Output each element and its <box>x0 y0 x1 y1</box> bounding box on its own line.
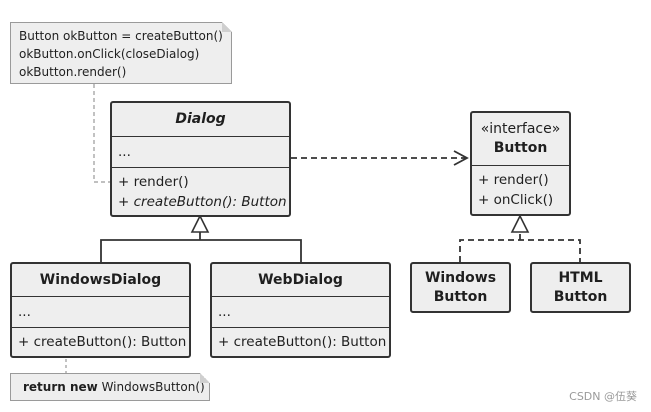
windows-dialog-method-createbutton: + createButton(): Button <box>18 334 187 350</box>
class-dialog-methods: + render() + createButton(): Button <box>112 167 289 215</box>
interface-method-onclick: + onClick() <box>478 192 554 208</box>
dialog-method-render: + render() <box>118 173 189 190</box>
dialog-method-createbutton: + createButton(): Button <box>118 193 287 210</box>
html-button-line2: Button <box>553 288 608 305</box>
interface-stereotype: «interface» <box>480 121 561 137</box>
class-web-dialog-methods: + createButton(): Button <box>212 327 389 356</box>
class-html-button-name: HTML Button <box>532 264 629 311</box>
code-note-top: Button okButton = createButton() okButto… <box>10 22 232 84</box>
interface-button-header: «interface» Button <box>472 113 569 165</box>
note-bottom-keyword: return new <box>23 380 98 394</box>
note-fold <box>200 373 210 383</box>
inheritance-connector-dialog <box>100 232 302 262</box>
note-link-top <box>93 84 112 183</box>
note-line-1: Button okButton = createButton() <box>19 29 223 43</box>
interface-button-methods: + render() + onClick() <box>472 165 569 214</box>
dialog-fields-text: ... <box>118 144 131 160</box>
class-windows-dialog-fields: ... <box>12 296 189 327</box>
class-web-dialog: WebDialog ... + createButton(): Button <box>210 262 391 358</box>
class-windows-dialog-methods: + createButton(): Button <box>12 327 189 356</box>
interface-method-render: + render() <box>478 172 549 188</box>
windows-button-line2: Button <box>433 288 488 305</box>
class-windows-dialog: WindowsDialog ... + createButton(): Butt… <box>10 262 191 358</box>
note-fold <box>222 22 232 32</box>
web-dialog-method-createbutton: + createButton(): Button <box>218 334 387 350</box>
web-dialog-fields-text: ... <box>218 304 231 320</box>
note-bottom-rest: WindowsButton() <box>97 380 205 394</box>
class-windows-dialog-name: WindowsDialog <box>39 271 162 288</box>
class-web-dialog-name: WebDialog <box>258 271 343 288</box>
note-line-2: okButton.onClick(closeDialog) <box>19 47 200 61</box>
inheritance-arrowhead-dialog <box>190 214 210 233</box>
html-button-line1: HTML <box>558 269 603 286</box>
windows-button-line1: Windows <box>424 269 497 286</box>
note-line-3: okButton.render() <box>19 65 127 79</box>
class-dialog: Dialog ... + render() + createButton(): … <box>110 101 291 217</box>
watermark: CSDN @伍葵 <box>569 390 637 403</box>
class-windows-button: Windows Button <box>410 262 511 313</box>
interface-button-name: Button <box>493 140 548 156</box>
realization-arrowhead <box>510 214 530 233</box>
dependency-arrowhead <box>453 150 469 166</box>
class-windows-button-name: Windows Button <box>412 264 509 311</box>
note-bottom-line: return new WindowsButton() <box>23 378 205 396</box>
class-html-button: HTML Button <box>530 262 631 313</box>
realization-connector <box>459 232 581 262</box>
class-dialog-name: Dialog <box>175 111 226 127</box>
class-web-dialog-fields: ... <box>212 296 389 327</box>
windows-dialog-fields-text: ... <box>18 304 31 320</box>
class-dialog-fields: ... <box>112 136 289 167</box>
interface-button: «interface» Button + render() + onClick(… <box>470 111 571 216</box>
code-note-bottom: return new WindowsButton() <box>10 373 210 401</box>
